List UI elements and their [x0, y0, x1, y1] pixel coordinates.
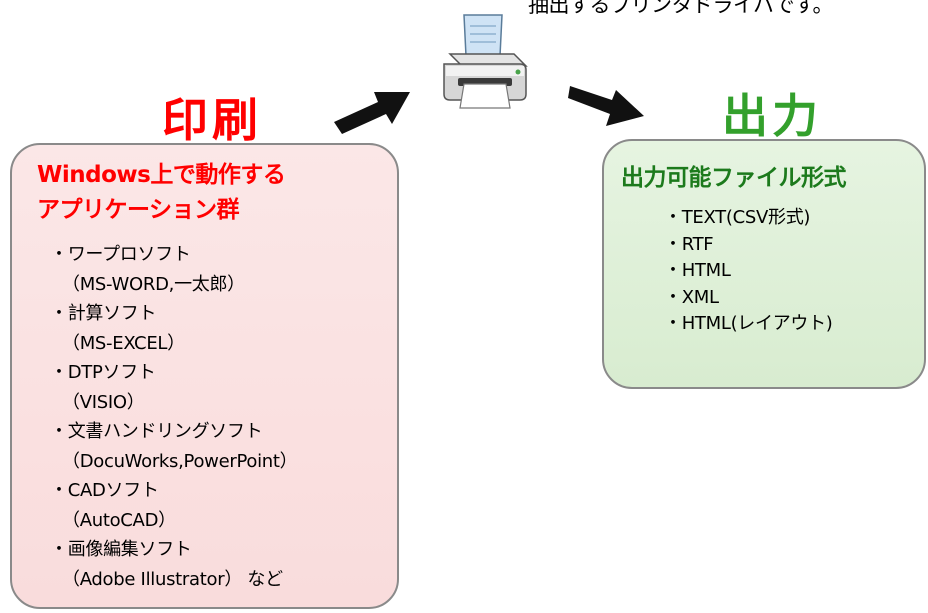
applications-title-line: Windows上で動作する	[37, 162, 286, 188]
print-heading: 印刷	[162, 93, 262, 147]
list-item: ・ワープロソフト	[50, 244, 191, 265]
list-item: ・HTML	[664, 260, 731, 281]
printer-icon	[443, 14, 528, 109]
applications-title: Windows上で動作する アプリケーション群	[37, 158, 286, 228]
output-heading: 出力	[722, 89, 822, 143]
list-item: （MS-EXCEL）	[62, 332, 185, 354]
list-item: ・DTPソフト	[50, 362, 156, 383]
output-formats-list: ・TEXT(CSV形式) ・RTF ・HTML ・XML ・HTML(レイアウト…	[664, 205, 833, 338]
arrow-right-icon	[568, 86, 644, 126]
list-item: （DocuWorks,PowerPoint）	[62, 450, 298, 472]
list-item: ・HTML(レイアウト)	[664, 313, 833, 334]
list-item: ・CADソフト	[50, 480, 159, 501]
arrow-right-icon	[334, 92, 410, 134]
list-item: ・画像編集ソフト	[50, 539, 192, 560]
list-item: ・TEXT(CSV形式)	[664, 207, 811, 228]
list-item: ・XML	[664, 286, 719, 308]
applications-title-line: アプリケーション群	[37, 197, 240, 223]
list-item: ・計算ソフト	[50, 303, 157, 324]
list-item: ・文書ハンドリングソフト	[50, 421, 263, 442]
list-item: （VISIO）	[62, 391, 145, 413]
list-item: （Adobe Illustrator） など	[62, 568, 283, 590]
applications-list: ・ワープロソフト （MS-WORD,一太郎） ・計算ソフト （MS-EXCEL）…	[50, 240, 298, 594]
output-formats-panel: 出力可能ファイル形式 ・TEXT(CSV形式) ・RTF ・HTML ・XML …	[602, 139, 926, 389]
list-item: ・RTF	[664, 233, 714, 255]
output-formats-title: 出力可能ファイル形式	[621, 165, 847, 191]
list-item: （MS-WORD,一太郎）	[62, 273, 245, 295]
applications-panel: Windows上で動作する アプリケーション群 ・ワープロソフト （MS-WOR…	[10, 143, 399, 609]
list-item: （AutoCAD）	[62, 509, 176, 531]
printer-driver-caption: 抽出するプリンタドライバです。	[528, 0, 833, 17]
